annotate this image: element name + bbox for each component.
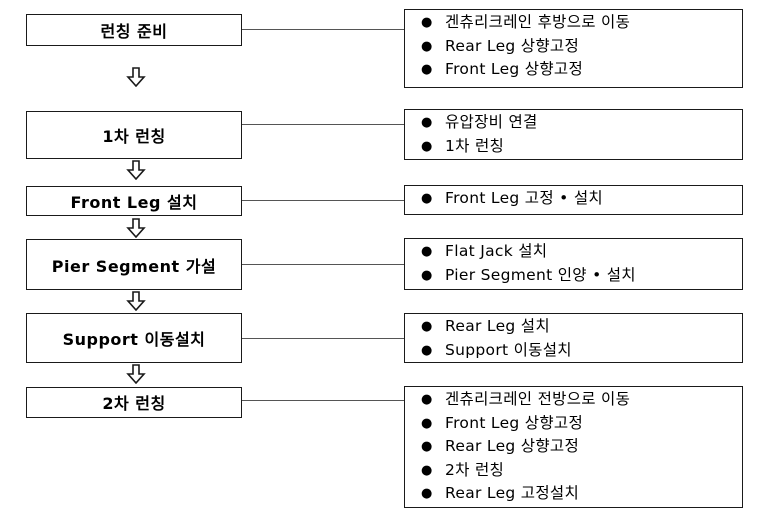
- detail-item: ●Rear Leg 고정설치: [421, 482, 742, 506]
- step-box-second-launch: 2차 런칭: [26, 387, 242, 418]
- detail-item: ●Pier Segment 인양 • 설치: [421, 264, 742, 288]
- detail-item: ●유압장비 연결: [421, 111, 742, 135]
- detail-item: ●Front Leg 상향고정: [421, 58, 742, 82]
- step-box-first-launch: 1차 런칭: [26, 111, 242, 159]
- detail-item: ●겐츄리크레인 후방으로 이동: [421, 11, 742, 35]
- detail-box-first-launch: ●유압장비 연결 ●1차 런칭: [404, 109, 743, 160]
- detail-item: ●Front Leg 고정 • 설치: [421, 187, 742, 211]
- detail-item: ●겐츄리크레인 전방으로 이동: [421, 388, 742, 412]
- detail-box-support-move: ●Rear Leg 설치 ●Support 이동설치: [404, 313, 743, 363]
- bullet-dot-icon: ●: [421, 15, 433, 30]
- bullet-dot-icon: ●: [421, 267, 433, 283]
- hollow-down-arrow-icon: [126, 291, 146, 311]
- connector-line: [242, 29, 404, 30]
- detail-item: ●Flat Jack 설치: [421, 240, 742, 264]
- hollow-down-arrow-icon: [126, 67, 146, 87]
- detail-item: ●1차 런칭: [421, 135, 742, 159]
- step-box-launch-prep: 런칭 준비: [26, 14, 242, 46]
- bullet-dot-icon: ●: [421, 244, 433, 259]
- bullet-dot-icon: ●: [421, 486, 433, 501]
- bullet-dot-icon: ●: [421, 191, 433, 206]
- step-box-front-leg: Front Leg 설치: [26, 186, 242, 216]
- connector-line: [242, 338, 404, 339]
- connector-line: [242, 400, 404, 401]
- connector-line: [242, 124, 404, 125]
- connector-line: [242, 264, 404, 265]
- bullet-dot-icon: ●: [421, 138, 433, 154]
- bullet-dot-icon: ●: [421, 392, 433, 407]
- bullet-dot-icon: ●: [421, 115, 433, 130]
- bullet-dot-icon: ●: [421, 319, 433, 334]
- step-label: 1차 런칭: [102, 127, 166, 146]
- connector-line: [242, 200, 404, 201]
- hollow-down-arrow-icon: [126, 160, 146, 180]
- step-label: Pier Segment 가설: [51, 256, 217, 276]
- bullet-dot-icon: ●: [421, 462, 433, 478]
- detail-item: ●Front Leg 상향고정: [421, 412, 742, 436]
- step-box-support-move: Support 이동설치: [26, 313, 242, 363]
- detail-box-front-leg: ●Front Leg 고정 • 설치: [404, 185, 743, 215]
- step-label: Front Leg 설치: [70, 193, 198, 212]
- detail-item: ●Rear Leg 상향고정: [421, 35, 742, 59]
- hollow-down-arrow-icon: [126, 364, 146, 384]
- bullet-dot-icon: ●: [421, 342, 433, 358]
- hollow-down-arrow-icon: [126, 218, 146, 238]
- bullet-dot-icon: ●: [421, 62, 433, 77]
- detail-box-launch-prep: ●겐츄리크레인 후방으로 이동 ●Rear Leg 상향고정 ●Front Le…: [404, 9, 743, 88]
- bullet-dot-icon: ●: [421, 38, 433, 54]
- detail-item: ●Rear Leg 상향고정: [421, 435, 742, 459]
- detail-box-second-launch: ●겐츄리크레인 전방으로 이동 ●Front Leg 상향고정 ●Rear Le…: [404, 386, 743, 508]
- detail-item: ●Support 이동설치: [421, 339, 742, 363]
- detail-box-pier-segment: ●Flat Jack 설치 ●Pier Segment 인양 • 설치: [404, 238, 743, 290]
- bullet-dot-icon: ●: [421, 415, 433, 431]
- bullet-dot-icon: ●: [421, 439, 433, 454]
- step-box-pier-segment: Pier Segment 가설: [26, 239, 242, 290]
- detail-item: ●Rear Leg 설치: [421, 315, 742, 339]
- step-label: 2차 런칭: [102, 394, 166, 413]
- step-label: 런칭 준비: [100, 22, 168, 41]
- detail-item: ●2차 런칭: [421, 459, 742, 483]
- step-label: Support 이동설치: [62, 330, 206, 349]
